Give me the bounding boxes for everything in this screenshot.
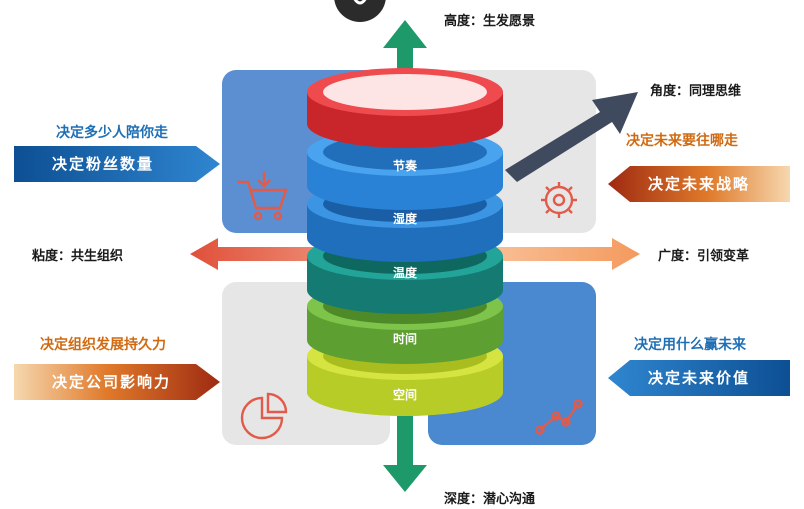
banner-bottom-left: 决定公司影响力 [52,373,172,391]
ring-label-2: 湿度 [392,212,417,226]
top-emblem-mark [353,0,367,5]
ring-stack [307,68,503,416]
banner-top-right: 决定未来战略 [648,175,751,193]
left-axis-arrow [190,238,398,270]
banner-bottom-right: 决定未来价值 [648,369,751,387]
top-emblem [334,0,386,22]
ring-label-1: 节奏 [392,159,417,173]
heading-bottom-right: 决定用什么赢未来 [634,337,746,353]
gear-icon [541,182,577,218]
heading-top-right: 决定未来要往哪走 [626,133,738,149]
banner-top-right-shape [608,166,790,202]
heading-top-left: 决定多少人陪你走 [56,125,168,141]
ring-label-4: 时间 [392,332,417,346]
banner-top-left-shape [14,146,220,182]
right-axis-arrow [412,238,640,270]
line-chart-icon [535,399,583,435]
diagonal-arrow [505,92,638,182]
banner-top-left: 决定粉丝数量 [52,155,155,173]
axis-label-left: 粘度：共生组织 [32,249,124,264]
pie-chart-icon [240,392,288,440]
axis-label-right: 广度：引领变革 [658,249,750,264]
axis-label-top: 高度：生发愿景 [444,14,536,29]
banner-bottom-right-shape [608,360,790,396]
ring-label-3: 温度 [392,266,417,280]
axis-label-bottom: 深度：潜心沟通 [444,492,536,507]
banner-bottom-left-shape [14,364,220,400]
shopping-cart-icon [238,172,288,221]
ring-label-5: 空间 [392,388,417,402]
axis-label-diagonal: 角度：同理思维 [650,84,742,99]
heading-bottom-left: 决定组织发展持久力 [40,337,166,353]
